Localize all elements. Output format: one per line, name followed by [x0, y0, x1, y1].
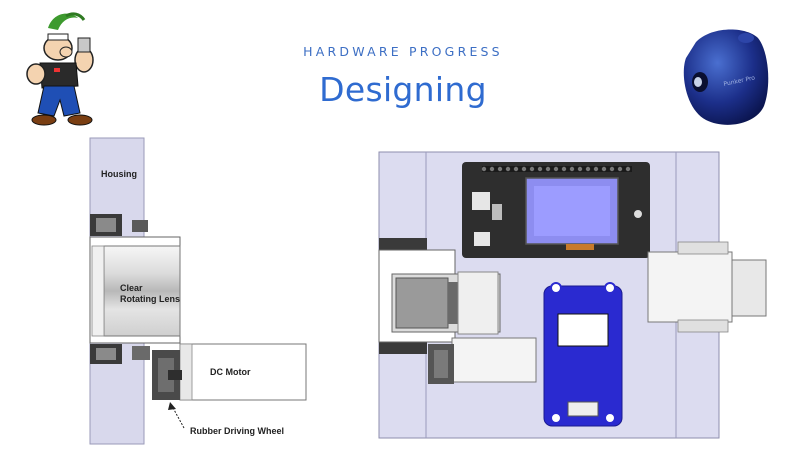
- header-pin: [489, 166, 495, 172]
- page-title: Designing: [319, 70, 487, 109]
- header-pin: [609, 166, 615, 172]
- header-pin: [569, 166, 575, 172]
- left-cross-section-diagram: [89, 137, 307, 445]
- header-pin: [577, 166, 583, 172]
- right-assembly-diagram: [378, 151, 767, 439]
- header-pin: [497, 166, 503, 172]
- housing-label: Housing: [101, 169, 137, 179]
- lens-label-line2: Rotating Lens: [120, 294, 180, 304]
- header-pin: [585, 166, 591, 172]
- header-pin: [553, 166, 559, 172]
- blue-device-icon: Punker Pro: [683, 29, 769, 125]
- header-pin: [505, 166, 511, 172]
- header-pin: [529, 166, 535, 172]
- arrow-icon: [171, 405, 185, 429]
- header-pin: [481, 166, 487, 172]
- section-subtitle: HARDWARE PROGRESS: [303, 44, 503, 59]
- header-pin: [601, 166, 607, 172]
- lens-label-line1: Clear: [120, 283, 143, 293]
- header-pin: [513, 166, 519, 172]
- header-pin: [521, 166, 527, 172]
- header-pin: [593, 166, 599, 172]
- header-pin: [561, 166, 567, 172]
- header-pin: [625, 166, 631, 172]
- header-pin: [537, 166, 543, 172]
- header-pin: [545, 166, 551, 172]
- motor-label: DC Motor: [210, 367, 251, 377]
- cartoon-mascot-icon: [26, 12, 94, 126]
- wheel-label: Rubber Driving Wheel: [190, 426, 285, 436]
- header-pin: [617, 166, 623, 172]
